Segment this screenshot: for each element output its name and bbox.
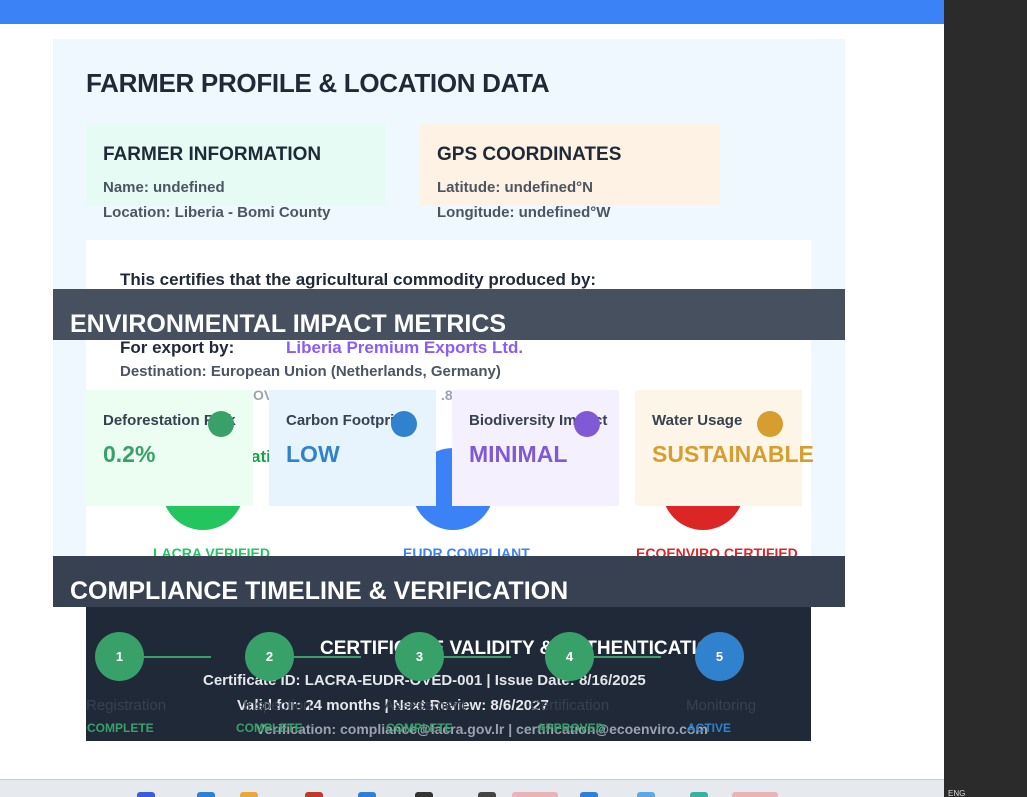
status-dot-icon <box>391 411 417 437</box>
farmer-info-card: FARMER INFORMATION Name: undefined Locat… <box>86 124 386 221</box>
farmer-location: Location: Liberia - Bomi County <box>103 204 331 221</box>
partial-text: OV <box>253 387 274 403</box>
language-indicator: ENG <box>948 789 966 797</box>
export-company: Liberia Premium Exports Ltd. <box>286 338 524 357</box>
metric-card: Carbon Footprint LOW <box>269 390 436 506</box>
destination: Destination: European Union (Netherlands… <box>120 363 501 380</box>
metric-label: Carbon Footprint <box>286 412 409 429</box>
gps-latitude: Latitude: undefined°N <box>437 179 593 196</box>
gps-longitude: Longitude: undefined°W <box>437 204 611 221</box>
app-icon[interactable] <box>415 792 433 797</box>
farmer-info-heading: FARMER INFORMATION <box>103 144 322 165</box>
metric-value: 0.2% <box>103 441 156 467</box>
app-icon[interactable] <box>137 792 155 797</box>
app-icon[interactable] <box>580 792 598 797</box>
metric-value: MINIMAL <box>469 441 568 467</box>
timeline-connector <box>144 656 211 658</box>
timeline-status: APPROVED <box>537 721 605 735</box>
partial-text: .8 <box>441 387 453 403</box>
timeline-status: COMPLETE <box>87 721 154 735</box>
metric-card: Water Usage SUSTAINABLE <box>635 390 814 506</box>
farmer-name: Name: undefined <box>103 179 225 196</box>
side-panel: ENG <box>944 0 1027 797</box>
metric-label: Deforestation Risk <box>103 412 236 429</box>
export-label: For export by: <box>120 338 235 357</box>
gps-heading: GPS COORDINATES <box>437 144 622 165</box>
partial-text: ati <box>251 447 271 466</box>
timeline-label: Assessment <box>384 697 466 714</box>
metric-card: Biodiversity Impact MINIMAL <box>452 390 619 506</box>
timeline-label: Inspection <box>243 697 312 714</box>
environmental-header-bar <box>53 289 845 340</box>
validity-line: Valid for: 24 months | Next Review: 8/6/… <box>237 697 549 714</box>
environmental-title: ENVIRONMENTAL IMPACT METRICS <box>70 310 507 338</box>
timeline-connector <box>444 656 511 658</box>
compliance-title: COMPLIANCE TIMELINE & VERIFICATION <box>70 577 569 605</box>
app-icon[interactable] <box>197 792 215 797</box>
metric-label: Biodiversity Impact <box>469 412 608 429</box>
app-icon[interactable] <box>358 792 376 797</box>
active-app-icon[interactable] <box>512 792 558 797</box>
compliance-header-bar <box>53 556 845 607</box>
browser-top-bar <box>0 0 944 24</box>
status-dot-icon <box>208 411 234 437</box>
app-icon[interactable] <box>637 792 655 797</box>
timeline-label: Monitoring <box>686 697 757 714</box>
app-icon[interactable] <box>478 792 496 797</box>
gps-card: GPS COORDINATES Latitude: undefined°N Lo… <box>420 124 720 221</box>
timeline-status: COMPLETE <box>236 721 303 735</box>
folder-icon[interactable] <box>240 792 258 797</box>
active-app-icon[interactable] <box>732 792 778 797</box>
mail-icon[interactable] <box>305 792 323 797</box>
metric-label: Water Usage <box>652 412 743 429</box>
timeline-step: 3 <box>395 632 444 681</box>
certificate-intro: This certifies that the agricultural com… <box>120 270 597 289</box>
metric-value: LOW <box>286 441 340 467</box>
authentication-title: CERTIFICATE VALIDITY & AUTHENTICATION <box>320 638 726 659</box>
timeline-label: Registration <box>86 697 167 714</box>
profile-title: FARMER PROFILE & LOCATION DATA <box>86 68 550 98</box>
timeline-step: 2 <box>245 632 294 681</box>
timeline-label: Certification <box>530 697 610 714</box>
metric-card: Deforestation Risk 0.2% <box>86 390 253 506</box>
timeline-status: COMPLETE <box>386 721 453 735</box>
timeline-connector <box>294 656 361 658</box>
authentication-box <box>86 607 811 741</box>
app-icon[interactable] <box>690 792 708 797</box>
timeline-step: 5 <box>695 632 744 681</box>
timeline-step: 1 <box>95 632 144 681</box>
taskbar <box>0 779 944 797</box>
timeline-step: 4 <box>545 632 594 681</box>
timeline-status: ACTIVE <box>687 721 732 735</box>
status-dot-icon <box>574 411 600 437</box>
status-dot-icon <box>757 411 783 437</box>
metric-value: SUSTAINABLE <box>652 441 814 467</box>
timeline-connector <box>594 656 661 658</box>
verification-contact: Verification: compliance@lacra.gov.lr | … <box>256 721 708 737</box>
